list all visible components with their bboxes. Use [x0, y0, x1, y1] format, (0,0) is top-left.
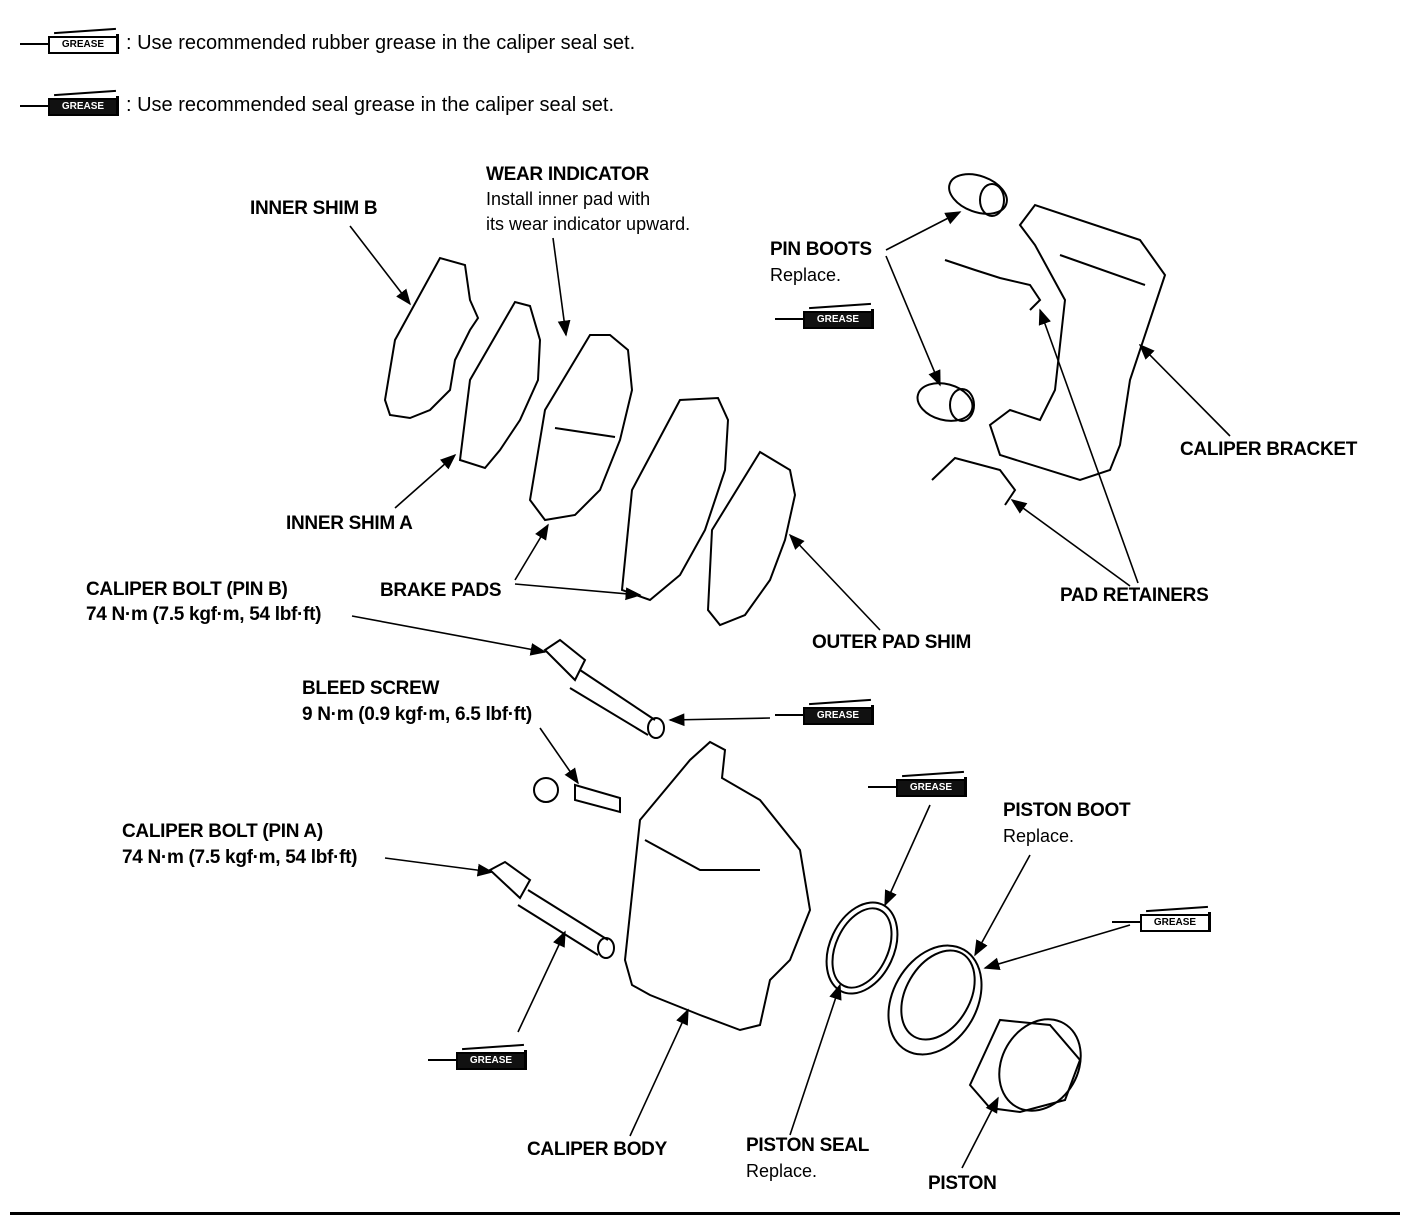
- piston-part: [968, 1018, 1082, 1114]
- pad-retainer-upper-part: [944, 259, 1042, 311]
- label-wear-indicator: WEAR INDICATOR: [486, 164, 649, 185]
- leader-piston-seal: [789, 983, 842, 1136]
- grease-gun-icon-bolt-a: GREASE: [428, 1043, 528, 1072]
- leader-caliper-body: [629, 1008, 689, 1137]
- grease-gun-icon-piston-boot: GREASE: [1112, 905, 1212, 934]
- leader-caliper-bolt-b: [351, 615, 547, 656]
- leader-bleed-screw: [539, 727, 579, 785]
- label-caliper-bolt-a: CALIPER BOLT (PIN A): [122, 821, 323, 842]
- note-piston-seal: Replace.: [746, 1161, 818, 1181]
- torque-caliper-bolt-a: 74 N·m (7.5 kgf·m, 54 lbf·ft): [122, 847, 358, 868]
- grease-gun-seal-icon: GREASE: [20, 89, 120, 118]
- leader-grease-boot: [983, 924, 1131, 971]
- pin-boot-upper-part: [948, 173, 1008, 215]
- leader-brake-pads-2: [514, 583, 642, 601]
- label-pin-boots: PIN BOOTS: [770, 239, 872, 260]
- label-inner-shim-b: INNER SHIM B: [250, 198, 378, 219]
- piston-boot-part: [887, 944, 983, 1056]
- label-piston-seal: PISTON SEAL: [746, 1135, 870, 1156]
- footer-divider: [10, 1212, 1400, 1215]
- leader-grease-bolt-a: [517, 930, 566, 1033]
- inner-shim-b-part: [383, 256, 480, 420]
- leader-inner-shim-a: [394, 453, 457, 509]
- leader-grease-seal: [884, 804, 931, 907]
- grease-gun-icon-pin-boots: GREASE: [775, 302, 875, 331]
- leader-pin-boots-upper: [885, 211, 962, 251]
- label-caliper-bolt-b: CALIPER BOLT (PIN B): [86, 579, 288, 600]
- torque-bleed-screw: 9 N·m (0.9 kgf·m, 6.5 lbf·ft): [302, 704, 532, 725]
- caliper-bolt-b-part: [543, 638, 587, 682]
- bleed-screw-part: [574, 783, 621, 814]
- label-piston-boot: PISTON BOOT: [1003, 800, 1131, 821]
- legend-rubber-text: : Use recommended rubber grease in the c…: [126, 31, 636, 54]
- piston-seal-part: [825, 901, 899, 995]
- grease-gun-icon-piston-seal: GREASE: [868, 770, 968, 799]
- inner-shim-a-part: [458, 300, 542, 470]
- leader-pad-retainers-1: [1038, 308, 1139, 584]
- caliper-body-part: [623, 740, 812, 1032]
- label-pad-retainers: PAD RETAINERS: [1060, 585, 1209, 606]
- leader-pin-boots-lower: [885, 255, 941, 387]
- leader-piston: [961, 1096, 999, 1169]
- leader-caliper-bracket: [1138, 343, 1231, 437]
- leader-pad-retainers-2: [1010, 499, 1131, 587]
- torque-caliper-bolt-b: 74 N·m (7.5 kgf·m, 54 lbf·ft): [86, 604, 322, 625]
- label-brake-pads: BRAKE PADS: [380, 580, 502, 601]
- inner-brake-pad-part: [528, 334, 634, 522]
- outer-pad-shim-part: [706, 450, 797, 627]
- note-piston-boot: Replace.: [1003, 826, 1075, 846]
- label-caliper-body: CALIPER BODY: [527, 1139, 667, 1160]
- note-pin-boots: Replace.: [770, 265, 842, 285]
- leader-caliper-bolt-a: [384, 857, 494, 877]
- bleed-screw-cap-part: [533, 777, 559, 803]
- grease-gun-icon-bolt-b: GREASE: [775, 698, 875, 727]
- legend-seal-grease: GREASE : Use recommended seal grease in …: [20, 89, 615, 118]
- caliper-bracket-part: [988, 203, 1167, 482]
- leader-brake-pads-1: [514, 523, 549, 581]
- note-wear-indicator-1: Install inner pad with: [486, 189, 651, 209]
- leader-inner-shim-b: [349, 225, 411, 306]
- label-caliper-bracket: CALIPER BRACKET: [1180, 439, 1358, 460]
- note-wear-indicator-2: its wear indicator upward.: [486, 214, 691, 234]
- label-piston: PISTON: [928, 1173, 997, 1194]
- label-bleed-screw: BLEED SCREW: [302, 678, 440, 699]
- legend-seal-text: : Use recommended seal grease in the cal…: [126, 93, 615, 116]
- legend-rubber-grease: GREASE : Use recommended rubber grease i…: [20, 27, 636, 56]
- outer-brake-pad-part: [620, 396, 730, 602]
- caliper-bolt-a-part: [488, 860, 532, 900]
- leader-grease-bolt-b: [668, 713, 771, 727]
- label-outer-pad-shim: OUTER PAD SHIM: [812, 632, 972, 653]
- grease-gun-rubber-icon: GREASE: [20, 27, 120, 56]
- pin-boot-lower-part: [916, 382, 974, 422]
- leader-piston-boot: [974, 854, 1031, 957]
- leader-outer-pad-shim: [788, 533, 881, 631]
- label-inner-shim-a: INNER SHIM A: [286, 513, 413, 534]
- leader-wear-indicator: [552, 237, 571, 337]
